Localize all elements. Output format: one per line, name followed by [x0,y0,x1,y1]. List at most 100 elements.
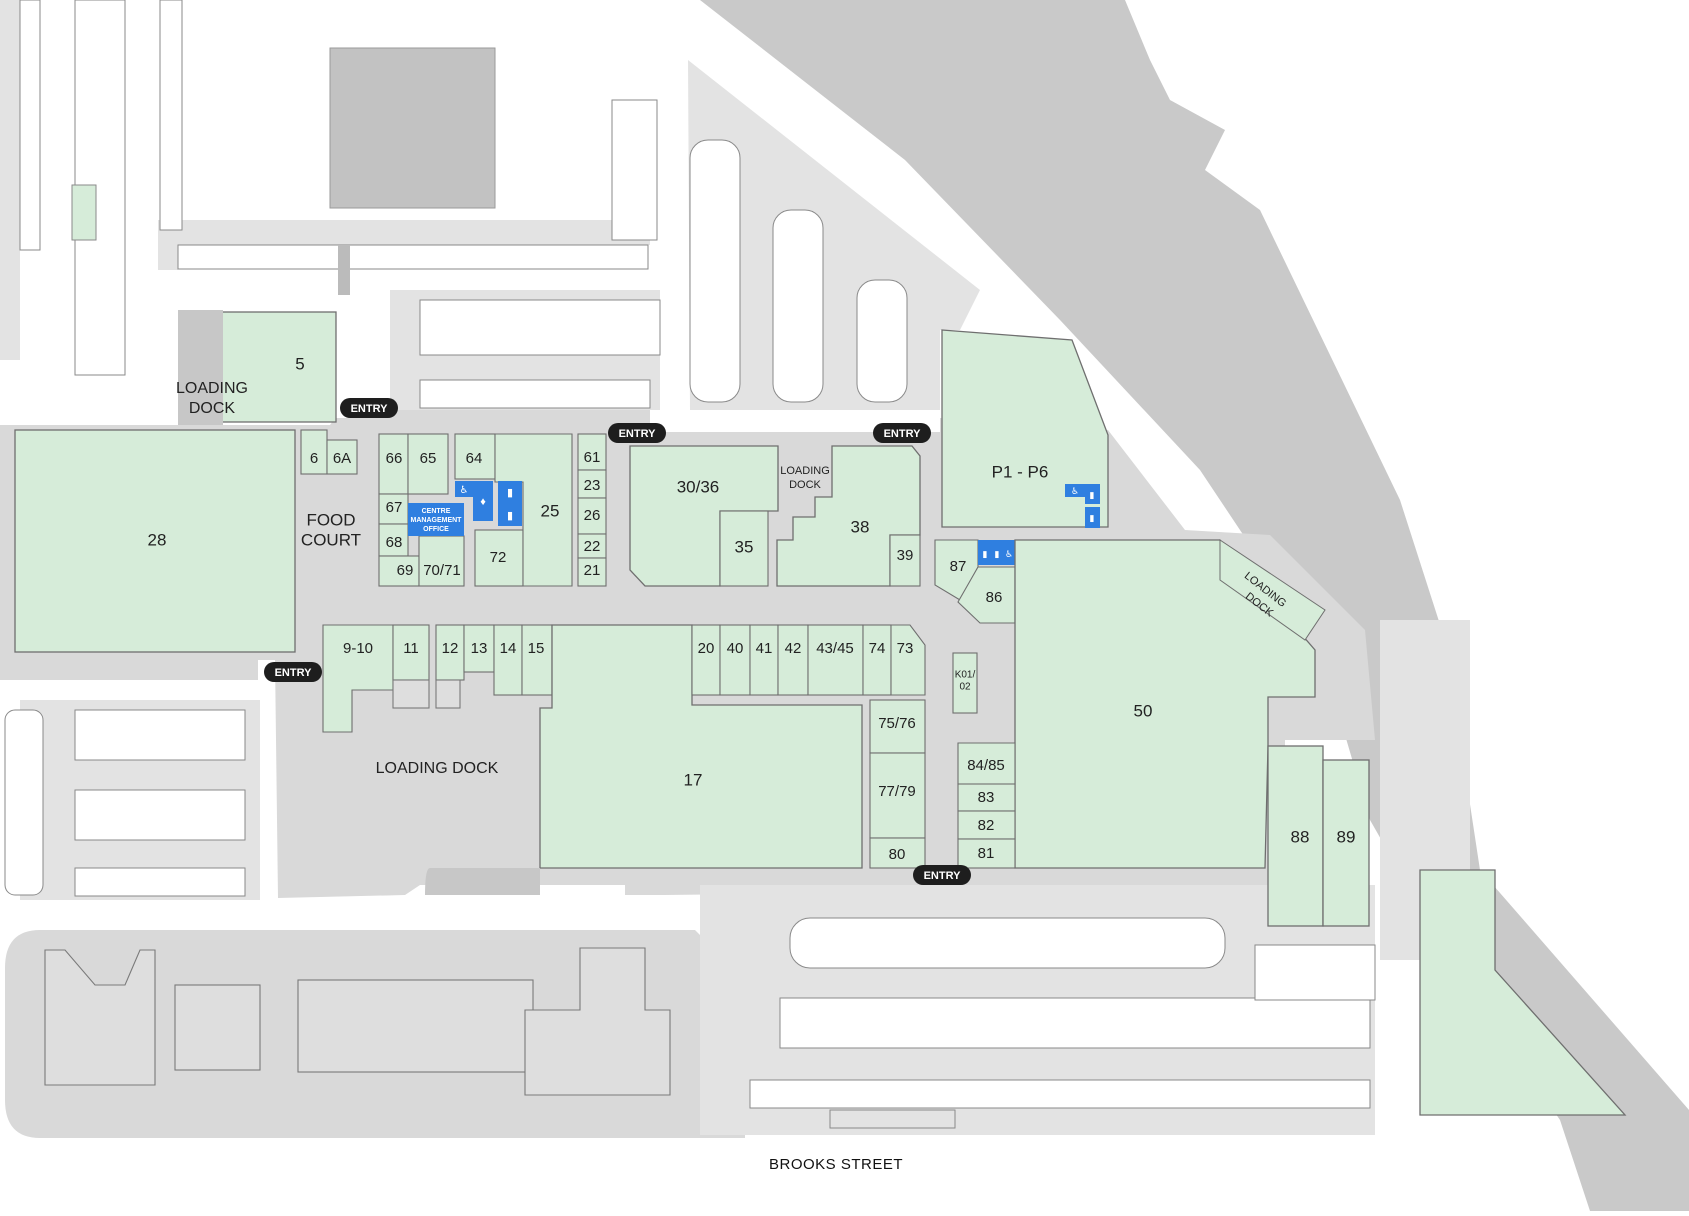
svg-text:▮: ▮ [1090,513,1095,523]
store-12[interactable]: 12 [435,624,465,681]
store-25[interactable]: 25 [494,433,573,587]
parking-bays-top [177,244,649,295]
svg-text:LOADING: LOADING [780,465,830,477]
store-43-45[interactable]: 43/45 [807,624,864,696]
store-84-85[interactable]: 84/85 [957,742,1016,785]
store-50[interactable]: 50 [1014,539,1316,869]
east-pad-site [1419,869,1627,1116]
svg-text:ENTRY: ENTRY [884,428,922,440]
centre-management-office[interactable]: CENTRE MANAGEMENT OFFICE [408,503,464,536]
svg-text:20: 20 [698,640,715,657]
store-26[interactable]: 26 [577,497,607,535]
store-86[interactable]: 86 [957,566,1016,624]
store-74[interactable]: 74 [862,624,892,696]
store-64[interactable]: 64 [454,433,496,480]
svg-text:82: 82 [978,817,995,834]
store-66[interactable]: 66 [378,433,409,495]
store-83[interactable]: 83 [957,783,1016,812]
top-service-road [158,220,650,245]
svg-text:DOCK: DOCK [789,479,821,491]
loading-dock-central: LOADING DOCK [780,465,830,491]
store-70-71[interactable]: 70/71 [418,535,465,587]
svg-text:02: 02 [959,682,971,693]
store-89[interactable]: 89 [1322,759,1370,927]
store-21[interactable]: 21 [577,557,607,587]
store-88[interactable]: 88 [1267,745,1324,927]
svg-text:LOADING: LOADING [176,380,248,397]
svg-text:64: 64 [466,450,483,467]
store-73[interactable]: 73 [890,624,926,696]
svg-text:42: 42 [785,640,802,657]
north-building [329,47,496,209]
store-65[interactable]: 65 [407,433,449,495]
store-42[interactable]: 42 [777,624,809,696]
store-80[interactable]: 80 [869,837,926,869]
svg-text:66: 66 [386,450,403,467]
svg-text:30/36: 30/36 [677,477,720,496]
svg-text:ENTRY: ENTRY [619,428,657,440]
store-38[interactable]: 38 [776,445,921,587]
svg-text:6A: 6A [333,450,351,467]
svg-text:25: 25 [541,501,560,520]
svg-text:♿: ♿ [1071,486,1079,496]
store-6a[interactable]: 6A [326,439,358,475]
store-28[interactable]: 28 [14,429,296,653]
svg-text:▮: ▮ [995,549,1000,559]
svg-text:♿: ♿ [460,485,469,496]
svg-text:38: 38 [851,517,870,536]
svg-text:▮: ▮ [507,487,513,499]
svg-text:88: 88 [1291,827,1310,846]
store-82[interactable]: 82 [957,810,1016,840]
svg-text:50: 50 [1134,701,1153,720]
store-20[interactable]: 20 [691,624,721,696]
svg-text:81: 81 [978,845,995,862]
svg-text:6: 6 [310,450,318,467]
svg-text:9-10: 9-10 [343,640,373,657]
svg-text:OFFICE: OFFICE [423,526,449,533]
store-14[interactable]: 14 [493,624,523,696]
store-67[interactable]: 67 [378,493,409,525]
entry-north-east[interactable]: ENTRY [873,423,931,443]
loading-dock-south: LOADING DOCK [376,760,499,777]
store-77-79[interactable]: 77/79 [869,752,926,839]
svg-text:CENTRE: CENTRE [422,508,451,515]
svg-text:22: 22 [584,538,601,555]
store-81[interactable]: 81 [957,838,1016,869]
store-22[interactable]: 22 [577,533,607,559]
kiosk-k01-02[interactable]: K01/ 02 [952,652,978,714]
entry-north-west[interactable]: ENTRY [340,398,398,418]
store-61[interactable]: 61 [577,433,607,471]
street-name-label: BROOKS STREET [769,1156,903,1173]
store-11[interactable]: 11 [392,624,430,681]
store-15[interactable]: 15 [521,624,553,696]
svg-text:FOOD: FOOD [306,510,355,529]
svg-text:11: 11 [403,640,419,657]
svg-text:K01/: K01/ [955,670,976,681]
parking-bays-southwest [4,709,246,897]
svg-text:13: 13 [471,640,488,657]
store-13[interactable]: 13 [463,624,495,673]
svg-text:35: 35 [735,537,754,556]
svg-text:86: 86 [986,589,1003,606]
store-6[interactable]: 6 [300,429,328,475]
store-40[interactable]: 40 [719,624,751,696]
entry-north-central[interactable]: ENTRY [608,423,666,443]
store-75-76[interactable]: 75/76 [869,699,926,754]
store-68[interactable]: 68 [378,523,409,557]
store-5-label: 5 [295,354,304,373]
svg-text:♦: ♦ [480,496,486,508]
store-41[interactable]: 41 [749,624,779,696]
store-69[interactable]: 69 [378,555,420,587]
svg-text:41: 41 [756,640,773,657]
store-72[interactable]: 72 [474,529,524,587]
svg-text:39: 39 [897,547,914,564]
store-23[interactable]: 23 [577,469,607,499]
entry-south[interactable]: ENTRY [913,865,971,885]
store-35[interactable]: 35 [719,510,769,587]
entry-west[interactable]: ENTRY [264,662,322,682]
store-39[interactable]: 39 [889,534,921,587]
store-p1-p6[interactable]: P1 - P6 [941,329,1109,528]
store-5[interactable]: 5 [220,311,337,423]
svg-text:40: 40 [727,640,744,657]
svg-text:84/85: 84/85 [967,757,1005,774]
